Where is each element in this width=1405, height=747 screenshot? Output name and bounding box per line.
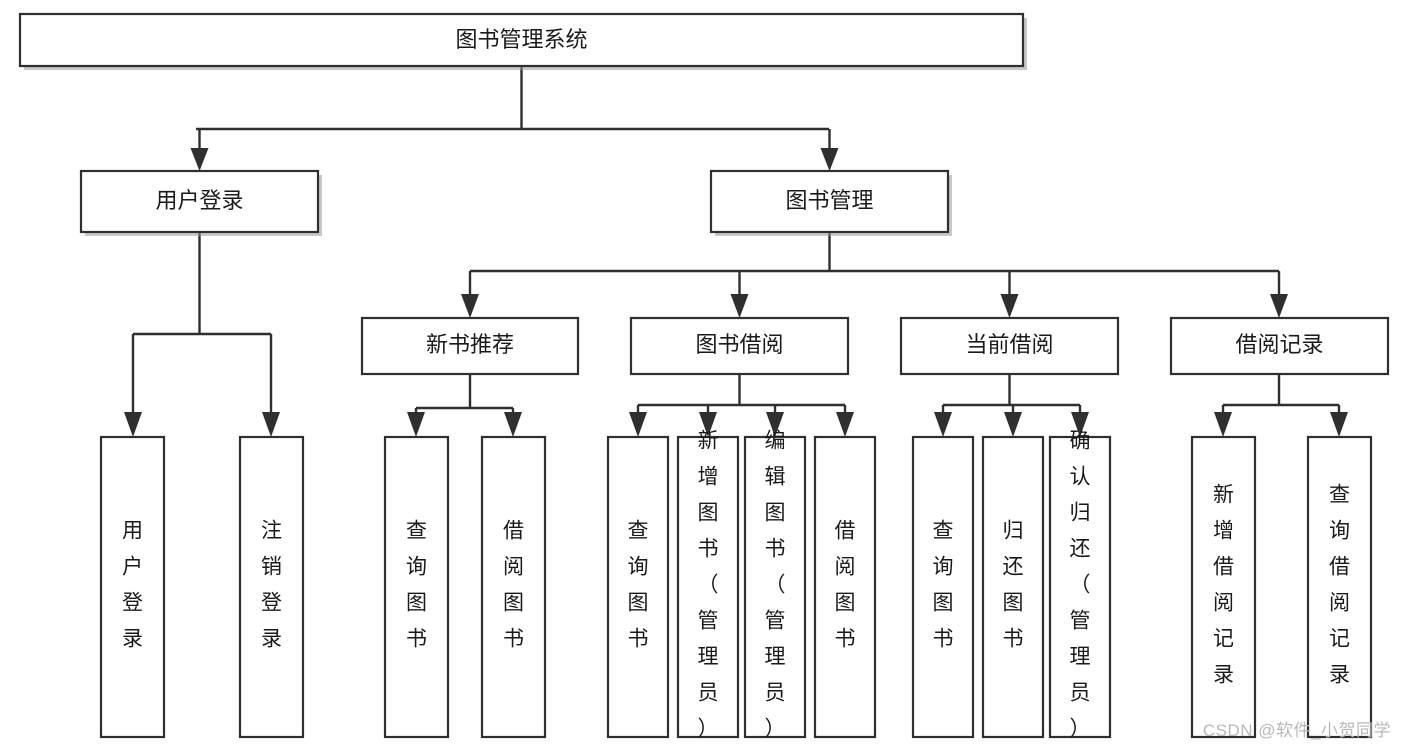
arrow-to-leaf-user-logout — [262, 412, 280, 437]
arrow-to-book-manage — [820, 148, 839, 171]
leaf-edit-book-box[interactable] — [743, 435, 807, 739]
arrow-to-leaf-query-book-2 — [629, 412, 647, 437]
node-user-login-label: 用户登录 — [155, 188, 243, 213]
node-current-borrow-box[interactable] — [899, 316, 1120, 376]
leaf-confirm-return-label: 确认归还（管理员） — [1070, 430, 1091, 741]
leaf-edit-book-label: 编辑图书（管理员） — [765, 430, 786, 741]
arrow-to-user-login — [190, 148, 209, 171]
node-book-borrow-label: 图书借阅 — [695, 332, 783, 357]
leaf-user-login-box[interactable] — [99, 435, 166, 739]
connector-new-book-recommend-bus — [414, 374, 515, 414]
leaf-add-book-box[interactable] — [676, 435, 740, 739]
arrow-to-current-borrow — [1000, 294, 1019, 318]
leaf-query-book-1-label: 查询图书 — [406, 520, 427, 651]
arrow-to-leaf-return-book — [1004, 412, 1022, 437]
connector-user-login-bus — [131, 232, 273, 414]
arrow-to-book-borrow — [730, 294, 749, 318]
leaf-user-login-label: 用户登录 — [122, 520, 143, 651]
connector-root-to-level2 — [196, 66, 831, 152]
leaf-add-record-box[interactable] — [1190, 435, 1257, 739]
node-book-manage[interactable]: 图书管理 — [709, 169, 952, 236]
node-new-book-recommend[interactable]: 新书推荐 — [360, 316, 580, 376]
leaf-query-book-1-box[interactable] — [383, 435, 450, 739]
arrow-to-leaf-borrow-book-2 — [836, 412, 854, 437]
leaf-query-record-label: 查询借阅记录 — [1329, 484, 1350, 687]
arrow-to-leaf-add-record — [1214, 412, 1232, 437]
node-root[interactable]: 图书管理系统 — [18, 12, 1027, 70]
connector-book-borrow-bus — [636, 374, 847, 414]
leaf-user-logout-box[interactable] — [238, 435, 305, 739]
node-user-login-box[interactable] — [79, 169, 320, 234]
node-book-borrow-box[interactable] — [629, 316, 850, 376]
leaf-query-book-3-label: 查询图书 — [933, 520, 954, 651]
arrow-to-leaf-add-book — [699, 412, 717, 437]
node-book-manage-box[interactable] — [709, 169, 950, 234]
node-borrow-record-label: 借阅记录 — [1235, 332, 1323, 357]
arrow-to-borrow-record — [1270, 294, 1288, 318]
leaf-borrow-book-1-box[interactable] — [480, 435, 547, 739]
connector-current-borrow-bus — [941, 374, 1082, 414]
arrow-to-leaf-user-login — [124, 412, 142, 437]
leaf-add-book-label: 新增图书（管理员） — [698, 430, 719, 741]
node-root-box[interactable] — [18, 12, 1025, 68]
arrow-to-new-book-recommend — [461, 294, 479, 318]
leaf-query-record-box[interactable] — [1306, 435, 1373, 739]
leaf-borrow-book-2-label: 借阅图书 — [835, 520, 856, 651]
arrow-to-leaf-query-record — [1330, 412, 1348, 437]
connector-layer — [124, 66, 1348, 437]
leaf-labels-layer: 用户登录 注销登录 查询图书 借阅图书 查询图书 新增图书（管理员） 编辑图书（… — [122, 430, 1350, 741]
leaf-query-book-3-box[interactable] — [911, 435, 975, 739]
leaf-borrow-book-2-box[interactable] — [813, 435, 877, 739]
arrow-to-leaf-query-book-3 — [934, 412, 952, 437]
node-current-borrow[interactable]: 当前借阅 — [899, 316, 1120, 376]
leaf-borrow-book-1-label: 借阅图书 — [503, 520, 524, 651]
node-borrow-record[interactable]: 借阅记录 — [1169, 316, 1390, 376]
arrow-to-leaf-edit-book — [766, 412, 784, 437]
leaf-user-logout-label: 注销登录 — [261, 520, 282, 651]
leaf-add-record-label: 新增借阅记录 — [1213, 484, 1234, 687]
leaf-confirm-return-box[interactable] — [1048, 435, 1112, 739]
node-current-borrow-label: 当前借阅 — [965, 332, 1053, 357]
leaf-query-book-2-box[interactable] — [606, 435, 670, 739]
node-root-label: 图书管理系统 — [455, 27, 587, 52]
leaf-return-book-box[interactable] — [981, 435, 1045, 739]
node-book-borrow[interactable]: 图书借阅 — [629, 316, 850, 376]
node-book-manage-label: 图书管理 — [785, 188, 873, 213]
node-borrow-record-box[interactable] — [1169, 316, 1390, 376]
arrow-to-leaf-confirm-return — [1071, 412, 1089, 437]
leaf-query-book-2-label: 查询图书 — [628, 520, 649, 651]
connector-book-manage-bus — [468, 232, 1281, 296]
connector-borrow-record-bus — [1221, 374, 1341, 414]
node-new-book-recommend-box[interactable] — [360, 316, 580, 376]
arrow-to-leaf-borrow-book-1 — [504, 412, 522, 437]
node-user-login[interactable]: 用户登录 — [79, 169, 322, 236]
arrow-to-leaf-query-book-1 — [407, 412, 425, 437]
leaf-nodes-layer — [99, 435, 1373, 739]
node-new-book-recommend-label: 新书推荐 — [426, 332, 514, 357]
leaf-return-book-label: 归还图书 — [1003, 520, 1024, 651]
